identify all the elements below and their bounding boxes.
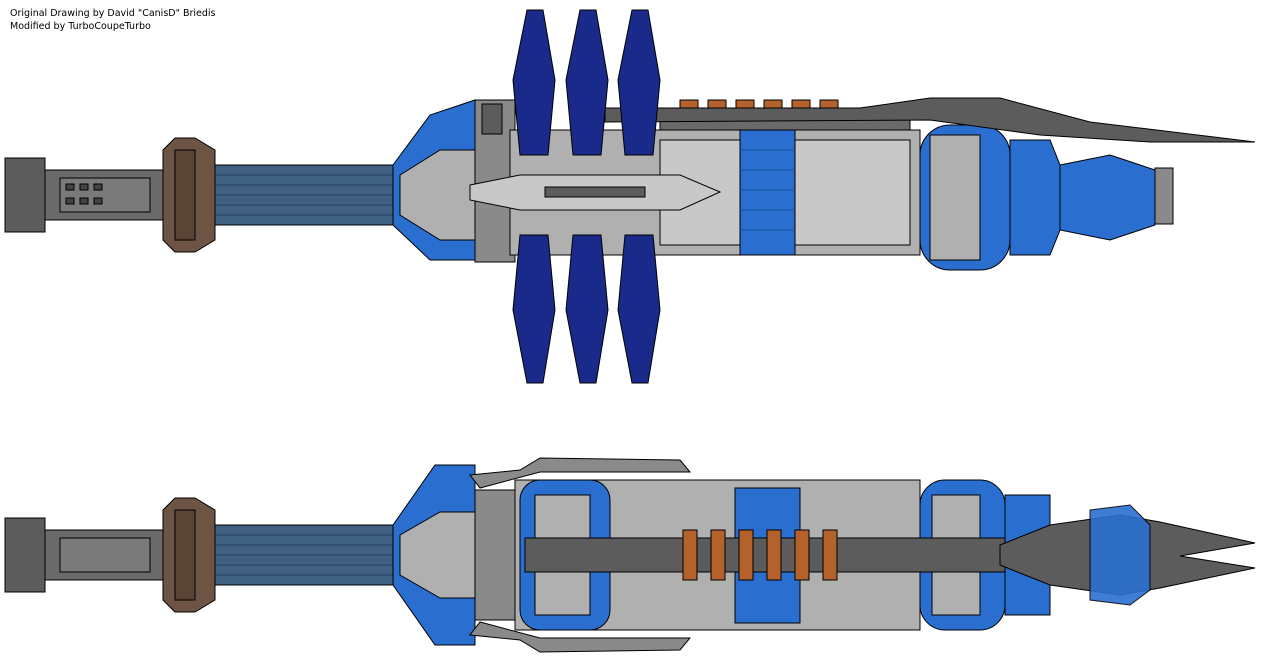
credits: Original Drawing by David "CanisD" Bried… — [10, 7, 216, 33]
engine-block — [4, 157, 46, 233]
blue-band — [739, 129, 796, 256]
lower-boom — [469, 621, 692, 653]
top-rail — [604, 97, 1256, 143]
lower-fins — [512, 234, 661, 384]
credit-original: Original Drawing by David "CanisD" Bried… — [10, 8, 216, 19]
side-view — [4, 457, 1256, 653]
credit-modified: Modified by TurboCoupeTurbo — [10, 21, 151, 32]
upper-boom — [469, 457, 692, 489]
top-view — [4, 9, 1256, 384]
engine-block-side — [4, 517, 46, 593]
orange-modules-side — [682, 529, 838, 581]
upper-fins — [512, 9, 661, 156]
bow-bulb — [1009, 139, 1061, 256]
keel — [524, 537, 1006, 573]
